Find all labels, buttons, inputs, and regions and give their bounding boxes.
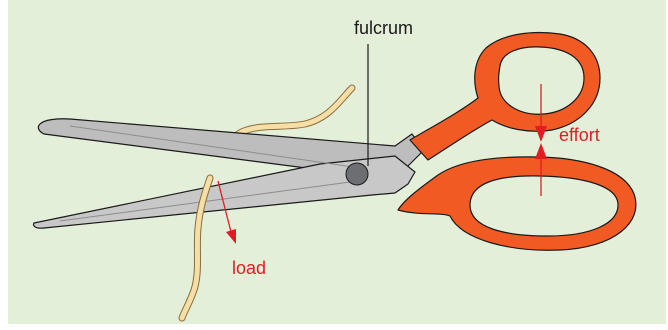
fulcrum-label: fulcrum — [354, 18, 413, 39]
lower-handle-hole — [470, 176, 618, 236]
load-label: load — [232, 258, 266, 279]
pivot-screw — [346, 163, 368, 185]
effort-label: effort — [559, 125, 600, 146]
